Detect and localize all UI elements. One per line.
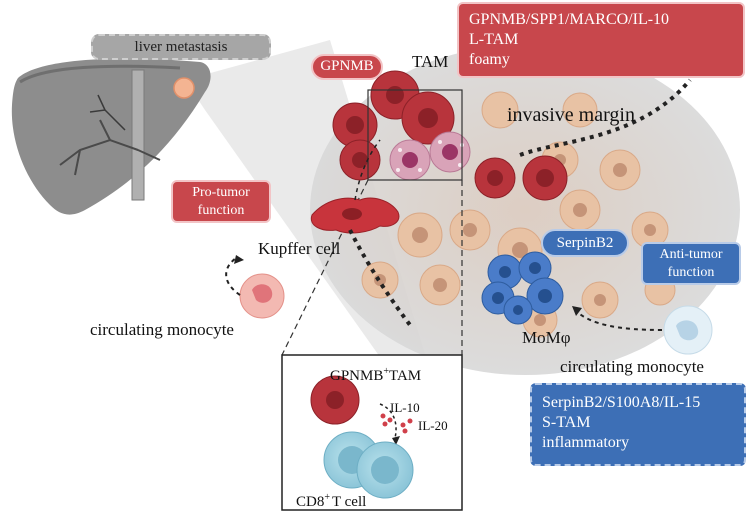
anti-tumor-line1: Anti-tumor bbox=[659, 247, 723, 262]
kupffer-cell-icon bbox=[310, 197, 400, 234]
serpinb2-tag: SerpinB2 bbox=[541, 229, 629, 257]
liver-metastasis-label: liver metastasis bbox=[91, 34, 271, 60]
left-monocyte-label: circulating monocyte bbox=[90, 320, 234, 339]
il10-label: IL-10 bbox=[390, 400, 420, 415]
il-particles bbox=[380, 413, 413, 434]
right-monocyte-icon bbox=[663, 305, 713, 355]
s-tam-markers: SerpinB2/S100A8/IL-15 bbox=[542, 394, 701, 411]
gpnmb-tag: GPNMB bbox=[311, 54, 383, 80]
tam-label: TAM bbox=[412, 52, 448, 71]
s-tam-type: inflammatory bbox=[542, 434, 630, 451]
pro-tumor-box: Pro-tumor function bbox=[171, 180, 271, 223]
s-tam-name: S-TAM bbox=[542, 414, 591, 431]
momphi-label: MoMφ bbox=[522, 328, 571, 347]
tam-cluster bbox=[332, 70, 568, 201]
kupffer-cell-label: Kupffer cell bbox=[258, 239, 341, 258]
s-tam-box: SerpinB2/S100A8/IL-15 S-TAM inflammatory bbox=[530, 383, 746, 466]
pro-tumor-line1: Pro-tumor bbox=[192, 185, 250, 200]
liver-icon bbox=[11, 58, 211, 215]
l-tam-type: foamy bbox=[469, 51, 510, 68]
anti-tumor-line2: function bbox=[667, 265, 715, 280]
zoom-square bbox=[367, 89, 463, 181]
invasive-margin-line bbox=[519, 78, 692, 157]
l-tam-name: L-TAM bbox=[469, 31, 519, 48]
il20-label: IL-20 bbox=[418, 418, 448, 433]
anti-tumor-box: Anti-tumor function bbox=[641, 242, 741, 285]
momphi-cluster bbox=[481, 251, 564, 325]
pro-tumor-line2: function bbox=[197, 203, 245, 218]
left-monocyte-icon bbox=[239, 273, 285, 319]
right-monocyte-label: circulating monocyte bbox=[560, 357, 704, 376]
inset-tam-icon bbox=[310, 375, 360, 425]
metastasis-nodule bbox=[173, 77, 195, 99]
invasive-margin-label: invasive margin bbox=[507, 104, 635, 126]
inset-title: GPNMB+TAM bbox=[330, 366, 421, 384]
cd8-t-cell-icon bbox=[323, 431, 414, 499]
l-tam-markers: GPNMB/SPP1/MARCO/IL-10 bbox=[469, 11, 670, 28]
cd8-label: CD8+T cell bbox=[296, 492, 366, 510]
l-tam-box: GPNMB/SPP1/MARCO/IL-10 L-TAM foamy bbox=[457, 2, 745, 78]
